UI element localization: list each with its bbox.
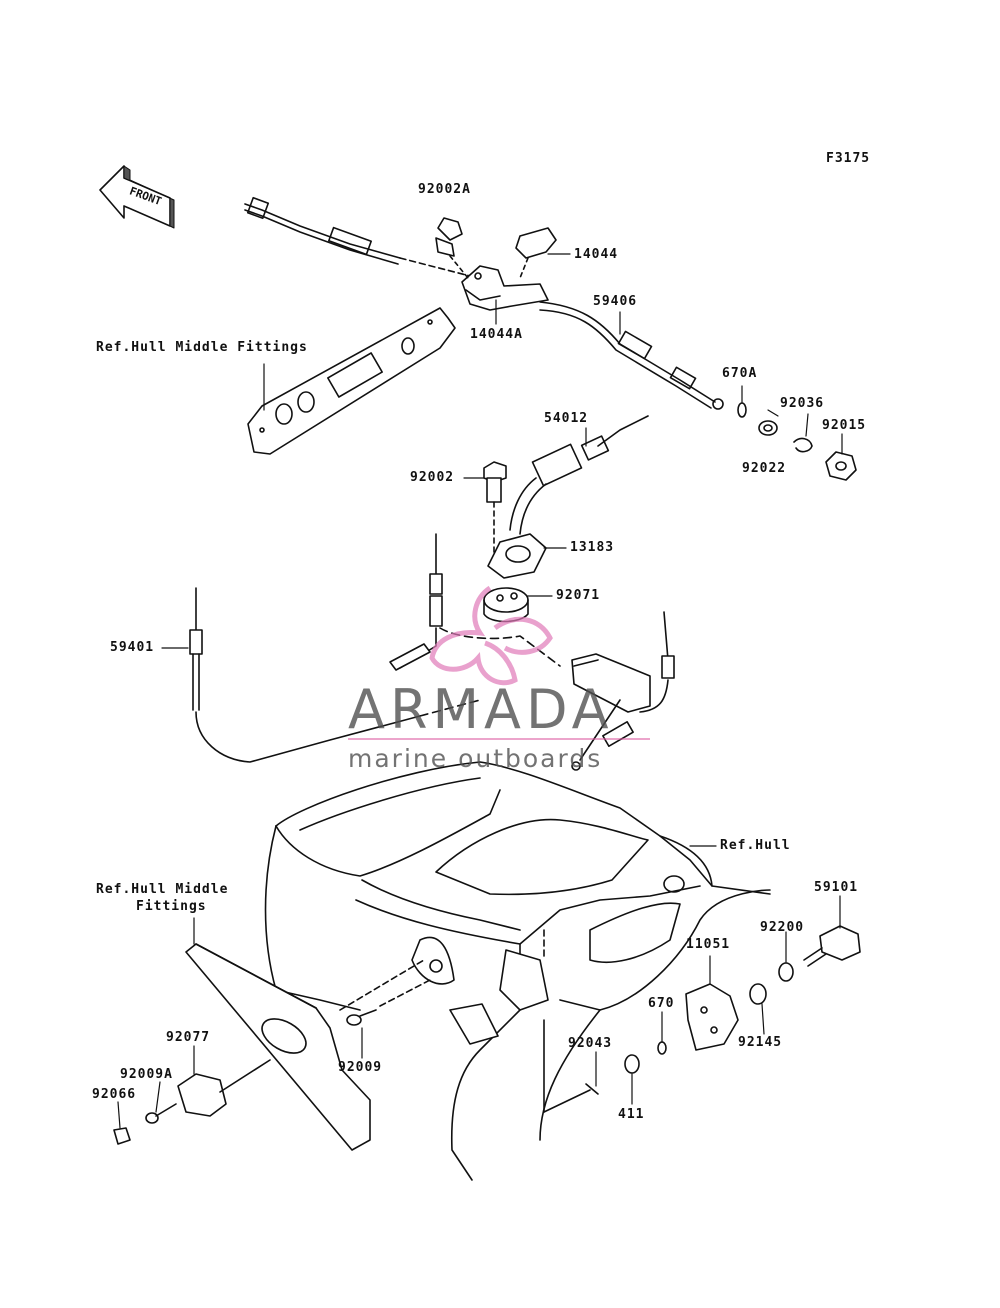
- watermark-title: ARMADA: [348, 678, 614, 741]
- part-label-59101[interactable]: 59101: [814, 880, 859, 895]
- nut-92015: [825, 451, 857, 481]
- bolt-92002A: [435, 217, 469, 279]
- choke-cable-54012: [509, 415, 649, 535]
- part-label-92200[interactable]: 92200: [760, 920, 805, 935]
- lever-59101: [803, 925, 861, 967]
- part-label-92066[interactable]: 92066: [92, 1087, 137, 1102]
- part-label-670A[interactable]: 670A: [722, 366, 758, 381]
- part-label-14044[interactable]: 14044: [574, 247, 619, 262]
- part-label-92002A[interactable]: 92002A: [418, 182, 471, 197]
- ref-hull: Ref.Hull: [720, 838, 791, 853]
- part-label-92002[interactable]: 92002: [410, 470, 455, 485]
- part-label-54012[interactable]: 54012: [544, 411, 589, 426]
- o-ring-670: [657, 1041, 667, 1055]
- washer-411: [624, 1054, 640, 1074]
- screw-92009A: [145, 1103, 177, 1124]
- part-label-14044A[interactable]: 14044A: [470, 327, 523, 342]
- part-label-59401[interactable]: 59401: [110, 640, 155, 655]
- washer-92022: [758, 420, 778, 436]
- part-label-92022[interactable]: 92022: [742, 461, 787, 476]
- hull-middle-fittings-plate-bottom: [185, 943, 371, 1151]
- part-label-92036[interactable]: 92036: [780, 396, 825, 411]
- cap-92077: [177, 1059, 271, 1117]
- lock-washer-92036: [793, 437, 813, 453]
- screw-92009: [339, 959, 431, 1026]
- hull-body: [264, 761, 771, 1181]
- part-label-92077[interactable]: 92077: [166, 1030, 211, 1045]
- o-ring-670A: [737, 402, 747, 418]
- bracket-14044A: [461, 265, 549, 311]
- watermark-subtitle: marine outboards: [348, 744, 603, 773]
- throttle-cable-59406: [244, 196, 724, 410]
- bushing-92145: [749, 983, 767, 1005]
- cap-92071: [483, 587, 529, 623]
- front-arrow-icon: FRONT: [99, 165, 175, 229]
- washer-92200: [778, 962, 794, 982]
- part-label-92043[interactable]: 92043: [568, 1036, 613, 1051]
- part-label-411[interactable]: 411: [618, 1107, 645, 1122]
- clamp-14044: [515, 227, 557, 279]
- ref-hull-middle-fittings-bottom-line1: Ref.Hull Middle: [96, 882, 229, 897]
- dash-guides: [543, 929, 591, 1113]
- cover-11051: [685, 983, 739, 1051]
- leader-lines: [117, 253, 843, 1129]
- part-label-13183[interactable]: 13183: [570, 540, 615, 555]
- ref-hull-middle-fittings-top: Ref.Hull Middle Fittings: [96, 340, 308, 355]
- part-label-11051[interactable]: 11051: [686, 937, 731, 952]
- part-label-670[interactable]: 670: [648, 996, 675, 1011]
- figure-code: F3175: [826, 151, 871, 166]
- clip-92066: [113, 1127, 131, 1145]
- part-label-92009A[interactable]: 92009A: [120, 1067, 173, 1082]
- part-label-59406[interactable]: 59406: [593, 294, 638, 309]
- watermark-divider: [348, 738, 650, 740]
- ref-hull-middle-fittings-bottom-line2: Fittings: [136, 899, 207, 914]
- hull-middle-fittings-plate-top: [247, 307, 456, 455]
- part-label-92071[interactable]: 92071: [556, 588, 601, 603]
- part-label-92015[interactable]: 92015: [822, 418, 867, 433]
- part-label-92009[interactable]: 92009: [338, 1060, 383, 1075]
- gasket-13183: [487, 533, 547, 579]
- cotter-pin-92043: [585, 1083, 599, 1095]
- part-label-92145[interactable]: 92145: [738, 1035, 783, 1050]
